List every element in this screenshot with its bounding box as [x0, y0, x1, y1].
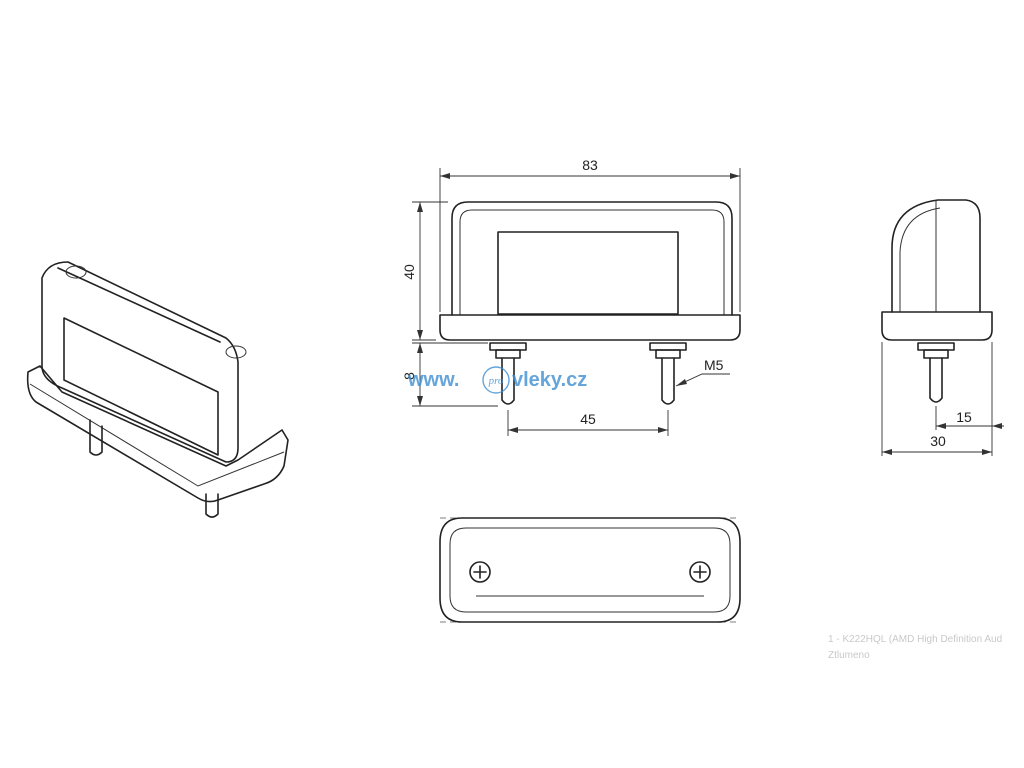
watermark-badge: pro	[488, 375, 504, 387]
dimension-30-label: 30	[930, 433, 946, 449]
top-view	[439, 517, 741, 623]
overlay-line-1: 1 - K222HQL (AMD High Definition Aud	[828, 634, 1002, 645]
dimension-83-label: 83	[582, 157, 598, 173]
watermark-suffix: vleky.cz	[512, 369, 587, 391]
screw-right-icon	[689, 561, 711, 583]
side-view: 15 30	[881, 199, 1004, 456]
watermark: www. pro vleky.cz	[407, 366, 587, 394]
watermark-prefix: www.	[407, 369, 459, 391]
overlay-line-2: Ztlumeno	[828, 650, 870, 661]
front-view: 83 40 8 45 M5	[401, 157, 741, 436]
dimension-45-label: 45	[580, 411, 596, 427]
thread-m5-label: M5	[704, 357, 724, 373]
dimension-8-label: 8	[401, 372, 417, 380]
dimension-15-label: 15	[956, 409, 972, 425]
isometric-view	[26, 261, 289, 518]
screw-left-icon	[469, 561, 491, 583]
dimension-40-label: 40	[401, 264, 417, 280]
